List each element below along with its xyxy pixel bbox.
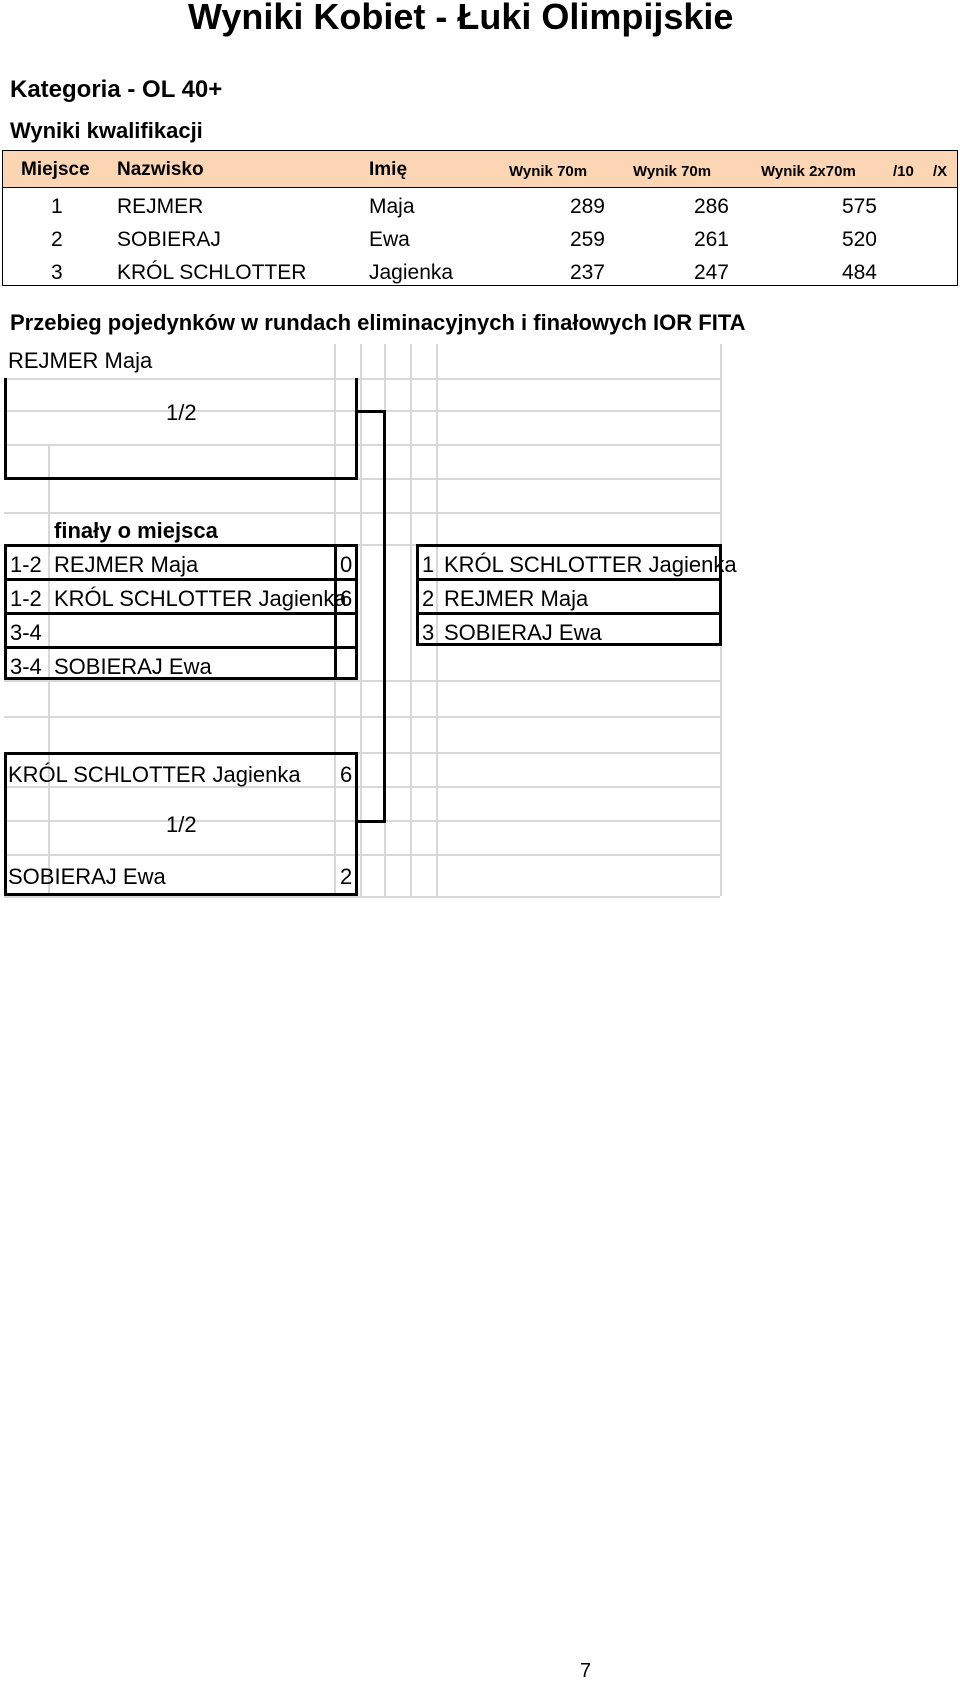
final-place: 3-4 (10, 620, 42, 645)
cell-total: 575 (841, 195, 877, 218)
gridline (4, 786, 720, 788)
cell-place: 3 (51, 261, 63, 284)
table-row: 2 SOBIERAJ Ewa 259 261 520 (3, 222, 957, 255)
final-score: 6 (340, 586, 353, 611)
gridline (4, 444, 720, 446)
semifinal-2-top-player: KRÓL SCHLOTTER Jagienka (8, 762, 301, 787)
column-divider (334, 544, 337, 680)
semifinal-2-round: 1/2 (166, 812, 197, 837)
bracket-connector (383, 410, 386, 822)
category-heading: Kategoria - OL 40+ (10, 76, 223, 103)
qualification-heading: Wyniki kwalifikacji (10, 118, 203, 143)
semifinal-2-bottom-player: SOBIERAJ Ewa (8, 864, 166, 889)
cell-name: Ewa (369, 228, 410, 251)
gridline (4, 854, 720, 856)
semifinal-1-box (4, 378, 358, 480)
header-score2: Wynik 70m (633, 163, 712, 180)
result-place: 1 (422, 552, 435, 577)
cell-score1: 289 (569, 195, 605, 218)
gridline (48, 444, 50, 896)
table-row: 3 KRÓL SCHLOTTER Jagienka 237 247 484 (3, 255, 957, 288)
row-divider (416, 578, 722, 581)
gridline (4, 478, 720, 480)
gridline (360, 344, 362, 896)
header-place: Miejsce (21, 159, 90, 180)
cell-surname: SOBIERAJ (117, 228, 221, 251)
header-total: Wynik 2x70m (761, 163, 856, 180)
page-title: Wyniki Kobiet - Łuki Olimpijskie (188, 0, 734, 37)
semifinal-2-box (4, 752, 358, 896)
finals-title: finały o miejsca (54, 518, 218, 543)
qualification-table: Miejsce Nazwisko Imię Wynik 70m Wynik 70… (2, 150, 958, 286)
cell-score1: 259 (569, 228, 605, 251)
cell-surname: REJMER (117, 195, 204, 218)
gridline (4, 512, 720, 514)
semifinal-2-top-score: 6 (340, 762, 353, 787)
gridline (4, 752, 720, 754)
cell-score2: 261 (693, 228, 729, 251)
semifinal-2-bottom-score: 2 (340, 864, 353, 889)
final-place: 1-2 (10, 586, 42, 611)
cell-place: 1 (51, 195, 63, 218)
gridline (410, 344, 412, 896)
header-score1: Wynik 70m (509, 163, 588, 180)
bracket-heading: Przebieg pojedynków w rundach eliminacyj… (10, 310, 746, 335)
cell-score2: 247 (693, 261, 729, 284)
semifinal-1-round: 1/2 (166, 400, 197, 425)
gridline (4, 716, 720, 718)
row-divider (4, 578, 358, 581)
bracket-connector (358, 410, 386, 413)
header-surname: Nazwisko (117, 159, 204, 180)
gridline (436, 344, 438, 896)
final-player: SOBIERAJ Ewa (54, 654, 212, 679)
cell-score1: 237 (569, 261, 605, 284)
bracket-connector (358, 820, 386, 823)
row-divider (416, 612, 722, 615)
final-place: 3-4 (10, 654, 42, 679)
gridline (4, 378, 720, 380)
result-player: KRÓL SCHLOTTER Jagienka (444, 552, 737, 577)
header-x: /X (933, 163, 948, 180)
cell-total: 520 (841, 228, 877, 251)
table-row: 1 REJMER Maja 289 286 575 (3, 189, 957, 222)
page-number: 7 (580, 1660, 592, 1682)
cell-surname: KRÓL SCHLOTTER (117, 261, 307, 284)
final-score: 0 (340, 552, 353, 577)
header-tens: /10 (893, 163, 914, 180)
final-player: REJMER Maja (54, 552, 199, 577)
row-divider (4, 646, 358, 649)
cell-name: Jagienka (369, 261, 454, 284)
semifinal-1-top-player: REJMER Maja (8, 348, 153, 373)
cell-score2: 286 (693, 195, 729, 218)
result-place: 3 (422, 620, 435, 645)
header-name: Imię (369, 159, 408, 180)
bracket-grid: REJMER Maja 1/2 finały o miejsca 1-2 REJ… (4, 344, 737, 898)
cell-total: 484 (841, 261, 877, 284)
result-place: 2 (422, 586, 435, 611)
results-box (416, 544, 722, 646)
row-divider (4, 612, 358, 615)
cell-place: 2 (51, 228, 63, 251)
gridline (4, 896, 720, 898)
result-player: SOBIERAJ Ewa (444, 620, 602, 645)
gridline (4, 680, 720, 682)
result-player: REJMER Maja (444, 586, 589, 611)
final-player: KRÓL SCHLOTTER Jagienka (54, 586, 347, 611)
table-header: Miejsce Nazwisko Imię Wynik 70m Wynik 70… (3, 151, 957, 188)
gridline (4, 544, 720, 546)
final-place: 1-2 (10, 552, 42, 577)
cell-name: Maja (369, 195, 415, 218)
